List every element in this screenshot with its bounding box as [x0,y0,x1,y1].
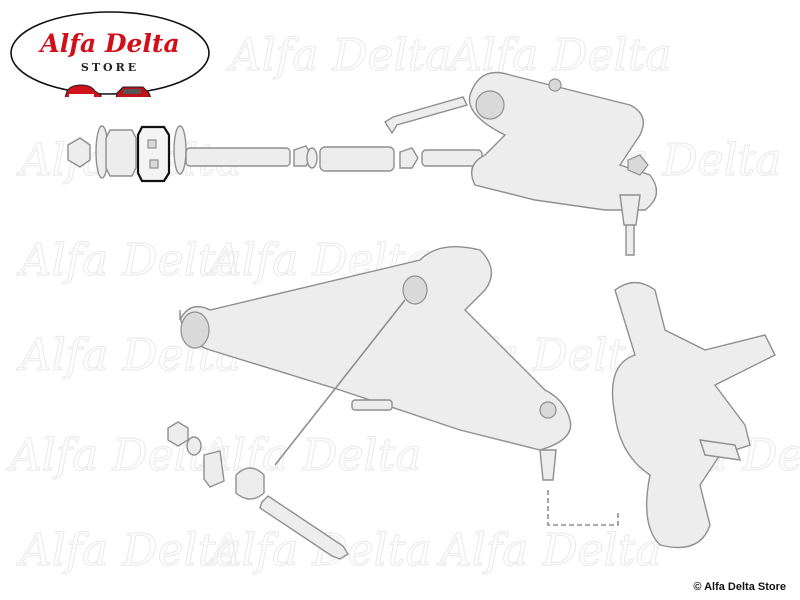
lower-control-arm[interactable] [179,245,572,451]
nut[interactable] [167,421,189,447]
stub-axle[interactable] [698,439,742,461]
nut[interactable] [399,147,419,169]
bushing-clip[interactable] [203,450,225,488]
lower-arm-parts [167,245,776,560]
steering-knuckle[interactable] [611,281,776,549]
ball-joint-stud[interactable] [619,194,641,256]
washer[interactable] [186,436,202,456]
watermark: Alfa Delta [196,430,422,481]
nut[interactable] [67,137,91,168]
washer[interactable] [306,147,318,169]
washer[interactable] [173,125,187,175]
bushing-slot [147,139,157,149]
arm-bushing-eye [402,275,428,305]
watermark-layer: Alfa Delta Alfa Delta Alfa Delta Alfa De… [5,29,800,576]
logo-graphic: Alfa Delta STORE [10,11,210,97]
bolt[interactable] [259,495,349,560]
arm-bushing-eye [180,311,210,349]
copyright-notice: © Alfa Delta Store [693,581,786,593]
store-logo[interactable]: Alfa Delta STORE [9,9,211,97]
watermark: Alfa Delta [226,30,452,81]
upper-control-arm[interactable] [468,71,658,211]
bushing[interactable] [235,467,265,500]
sleeve[interactable] [319,146,395,172]
bushing-slot [149,159,159,169]
logo-brand: Alfa Delta [38,29,179,58]
ball-joint-nut [539,401,557,419]
bushing-half[interactable] [105,129,137,177]
assembly-line [547,490,619,526]
assembly-line [274,299,406,466]
car-icon [64,84,102,97]
threaded-rod[interactable] [185,147,291,167]
car-icon [115,86,152,97]
threaded-pin[interactable] [421,149,483,167]
arm-nut [548,78,562,92]
watermark: Alfa Delta [446,30,672,81]
watermark: Alfa Delta [16,525,242,576]
upper-arm-parts [67,71,658,256]
bolt[interactable] [384,96,469,135]
stud[interactable] [351,399,393,411]
ball-joint-stud[interactable] [539,449,557,481]
ball-joint-nut [627,154,649,176]
watermark: Alfa Delta [436,525,662,576]
logo-sub: STORE [81,61,139,74]
watermark: Alfa Delta [16,235,242,286]
arm-bushing-eye [475,90,505,120]
highlighted-bushing[interactable] [136,125,171,183]
